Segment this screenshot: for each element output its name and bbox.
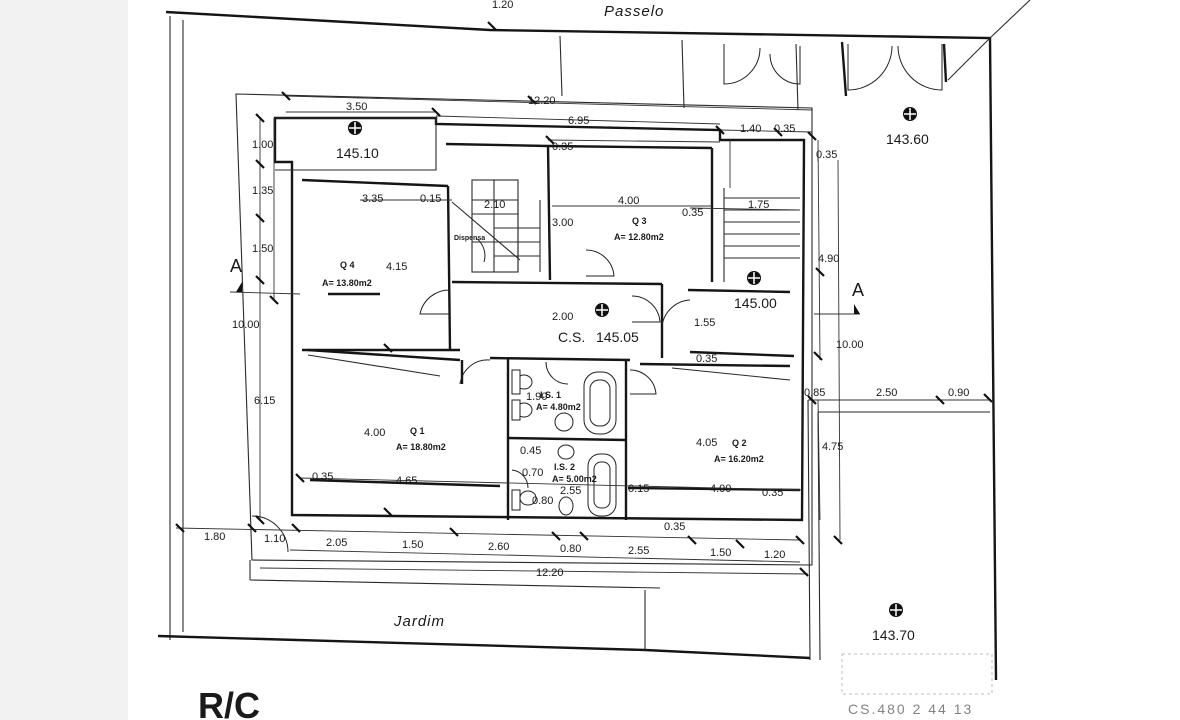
dim: 0.35: [682, 207, 703, 219]
dim: 1.20: [492, 0, 513, 11]
dim: 0.15: [628, 483, 649, 495]
room-is1-name: I.S. 1: [540, 390, 561, 400]
level-markers: [348, 107, 917, 617]
dim: 0.35: [774, 123, 795, 135]
stamp-area: CS.480 2 44 13: [841, 653, 993, 717]
room-q1-name: Q 1: [410, 426, 425, 436]
level-marker-icon: [903, 107, 917, 121]
dim: 0.15: [420, 193, 441, 205]
dim: 1.50: [252, 243, 273, 255]
dim: 4.00: [710, 483, 731, 495]
dim: 12.20: [536, 567, 564, 579]
circulation-level: 145.05: [596, 329, 639, 345]
room-is2-area: A= 5.00m2: [552, 474, 597, 484]
dimension-values: 1.20 12.20 3.50 6.95 1.40 0.35 0.35 0.35…: [204, 0, 969, 579]
level-143-60: 143.60: [886, 131, 929, 147]
label-passelo: Passelo: [604, 3, 664, 20]
level-marker-icon: [747, 271, 761, 285]
dim: 2.50: [876, 387, 897, 399]
dim: 0.90: [948, 387, 969, 399]
room-q3-name: Q 3: [632, 216, 647, 226]
dim: 1.50: [710, 547, 731, 559]
room-is1-area: A= 4.80m2: [536, 402, 581, 412]
dim: 10.00: [836, 339, 864, 351]
dim: 4.65: [396, 475, 417, 487]
dim: 0.35: [312, 471, 333, 483]
dim: 2.55: [628, 545, 649, 557]
dim: 0.80: [532, 495, 553, 507]
room-q4-name: Q 4: [340, 260, 355, 270]
level-marker-icon: [595, 303, 609, 317]
room-q2-name: Q 2: [732, 438, 747, 448]
level-marker-icon: [889, 603, 903, 617]
dim: 1.10: [264, 533, 285, 545]
dim: 3.35: [362, 193, 383, 205]
dim: 3.00: [552, 217, 573, 229]
dim: 4.00: [364, 427, 385, 439]
level-143-70: 143.70: [872, 627, 915, 643]
dim: 2.05: [326, 537, 347, 549]
site-boundary: [157, 0, 1031, 681]
room-q4-area: A= 13.80m2: [322, 278, 372, 288]
dim: 2.60: [488, 541, 509, 553]
dim: 6.15: [254, 395, 275, 407]
room-is2-name: I.S. 2: [554, 462, 575, 472]
dim: 0.80: [560, 543, 581, 555]
dim: 0.35: [762, 487, 783, 499]
dim: 0.45: [520, 445, 541, 457]
dim: 1.40: [740, 123, 761, 135]
dim: 0.35: [816, 149, 837, 161]
entrance-gates: [723, 41, 948, 97]
dimension-lines: [175, 21, 993, 577]
room-q2-area: A= 16.20m2: [714, 454, 764, 464]
dim: 1.80: [204, 531, 225, 543]
dim: 0.85: [804, 387, 825, 399]
house-walls: [235, 93, 813, 566]
dim: 4.00: [618, 195, 639, 207]
dim: 4.15: [386, 261, 407, 273]
dim: 4.90: [818, 253, 839, 265]
stairs-label: Dispensa: [454, 235, 485, 242]
label-jardim: Jardim: [393, 613, 445, 630]
dim: 1.00: [252, 139, 273, 151]
level-145-10: 145.10: [336, 145, 379, 161]
level-marker-icon: [348, 121, 362, 135]
dim: 0.35: [664, 521, 685, 533]
dim: 0.35: [552, 141, 573, 153]
drawing-sheet: Passelo Jardim A A 145.10 143.60 145.00 …: [128, 0, 1180, 720]
dim: 3.50: [346, 101, 367, 113]
dim: 1.35: [252, 185, 273, 197]
interior-doors: [251, 237, 691, 553]
dim: 6.95: [568, 115, 589, 127]
dim: 2.10: [484, 199, 505, 211]
stamp-text: CS.480 2 44 13: [848, 701, 973, 717]
dim: 4.75: [822, 441, 843, 453]
stairs: [451, 179, 800, 282]
dim: 2.55: [560, 485, 581, 497]
dim: 1.20: [764, 549, 785, 561]
dim: 0.35: [696, 353, 717, 365]
dim: 1.50: [402, 539, 423, 551]
dim: 2.00: [552, 311, 573, 323]
section-mark-right: A: [852, 280, 864, 300]
dim: 4.05: [696, 437, 717, 449]
dim: 10.00: [232, 319, 260, 331]
dim: 12.20: [528, 95, 556, 107]
floor-plan: Passelo Jardim A A 145.10 143.60 145.00 …: [157, 0, 1031, 720]
dim: 0.70: [522, 467, 543, 479]
circulation-name: C.S.: [558, 329, 585, 345]
dim: 1.90: [526, 391, 547, 403]
room-q1-area: A= 18.80m2: [396, 442, 446, 452]
bathroom-fixtures: [511, 369, 617, 517]
page-title: R/C: [198, 685, 260, 720]
dim: 1.75: [748, 199, 769, 211]
room-q3-area: A= 12.80m2: [614, 232, 664, 242]
level-145-00: 145.00: [734, 295, 777, 311]
dim: 1.55: [694, 317, 715, 329]
section-mark-left: A: [230, 256, 242, 276]
